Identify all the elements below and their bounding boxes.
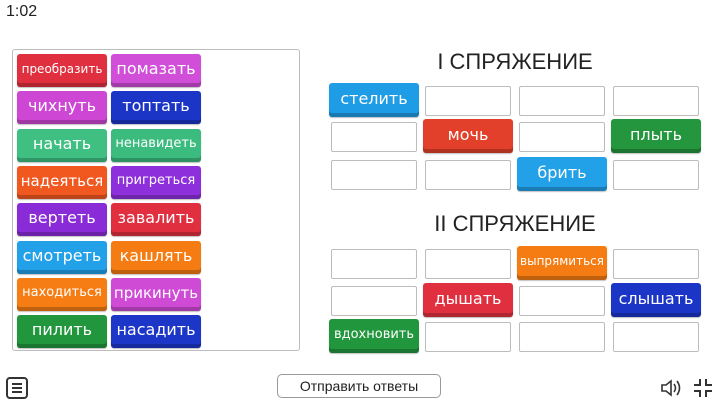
answer-slot[interactable] bbox=[613, 86, 699, 116]
word-tile[interactable]: преобразить bbox=[17, 54, 107, 87]
timer: 1:02 bbox=[6, 3, 38, 20]
answer-slot[interactable] bbox=[331, 160, 417, 190]
answer-slot[interactable] bbox=[613, 160, 699, 190]
word-tile[interactable]: пилить bbox=[17, 315, 107, 349]
word-tile[interactable]: пригреться bbox=[111, 165, 201, 199]
word-tile[interactable]: мочь bbox=[423, 119, 513, 153]
word-tile[interactable]: начать bbox=[17, 128, 107, 162]
fullscreen-exit-icon[interactable] bbox=[692, 377, 714, 399]
menu-icon[interactable] bbox=[6, 377, 28, 399]
word-tile[interactable]: насадить bbox=[111, 315, 201, 349]
word-tile[interactable]: слышать bbox=[611, 283, 701, 317]
answer-slot[interactable] bbox=[425, 249, 511, 279]
answer-slot[interactable] bbox=[425, 86, 511, 116]
heading-first-conjugation: I СПРЯЖЕНИЕ bbox=[437, 49, 593, 74]
word-tile[interactable]: кашлять bbox=[111, 240, 201, 274]
answer-slot[interactable] bbox=[425, 160, 511, 190]
heading-second-conjugation: II СПРЯЖЕНИЕ bbox=[434, 211, 596, 236]
answer-slot[interactable] bbox=[425, 322, 511, 352]
answer-slot[interactable] bbox=[613, 322, 699, 352]
word-tile[interactable]: помазать bbox=[111, 54, 201, 87]
word-tile[interactable]: топтать bbox=[111, 91, 201, 125]
sound-icon[interactable] bbox=[660, 378, 684, 398]
submit-answers-button[interactable]: Отправить ответы bbox=[277, 374, 441, 398]
word-tile[interactable]: чихнуть bbox=[17, 91, 107, 125]
word-tile[interactable]: завалить bbox=[111, 203, 201, 237]
word-tile[interactable]: находиться bbox=[17, 277, 107, 311]
word-tile[interactable]: надеяться bbox=[17, 165, 107, 199]
word-tile[interactable]: ненавидеть bbox=[111, 128, 201, 162]
answer-slot[interactable] bbox=[331, 286, 417, 316]
word-tile[interactable]: брить bbox=[517, 157, 607, 191]
word-tile[interactable]: дышать bbox=[423, 283, 513, 317]
word-tile[interactable]: смотреть bbox=[17, 240, 107, 274]
answer-slot[interactable] bbox=[519, 286, 605, 316]
word-tile[interactable]: выпрямиться bbox=[517, 246, 607, 280]
word-tile[interactable]: плыть bbox=[611, 119, 701, 153]
answer-slot[interactable] bbox=[331, 122, 417, 152]
word-tile[interactable]: вдохновить bbox=[329, 319, 419, 353]
answer-slot[interactable] bbox=[331, 249, 417, 279]
word-tile[interactable]: прикинуть bbox=[111, 277, 201, 311]
answer-slot[interactable] bbox=[519, 122, 605, 152]
word-tile[interactable]: вертеть bbox=[17, 203, 107, 237]
answer-slot[interactable] bbox=[519, 322, 605, 352]
answer-slot[interactable] bbox=[613, 249, 699, 279]
answer-slot[interactable] bbox=[519, 86, 605, 116]
word-tile[interactable]: стелить bbox=[329, 83, 419, 117]
